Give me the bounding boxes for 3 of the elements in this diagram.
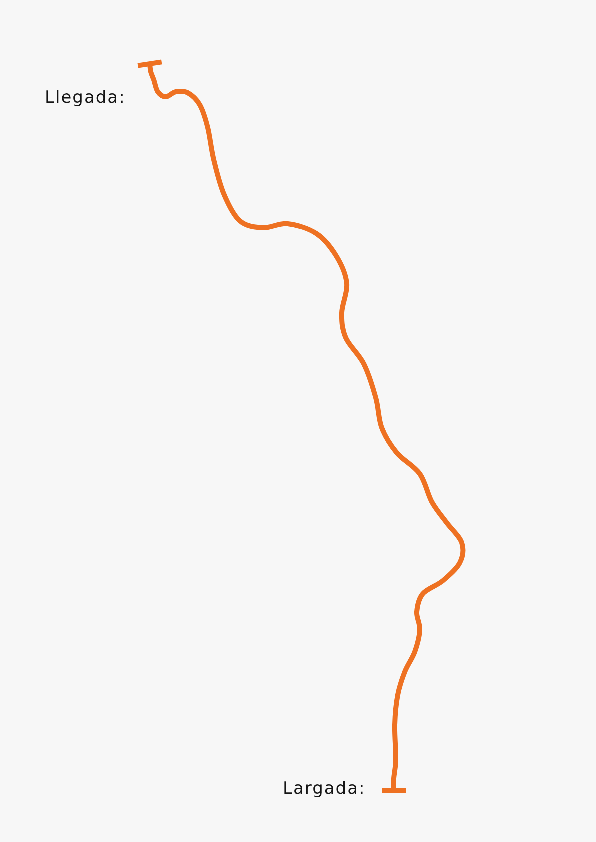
finish-label: Llegada:	[45, 89, 126, 109]
route-line	[136, 60, 466, 794]
start-label: Largada:	[283, 780, 366, 800]
